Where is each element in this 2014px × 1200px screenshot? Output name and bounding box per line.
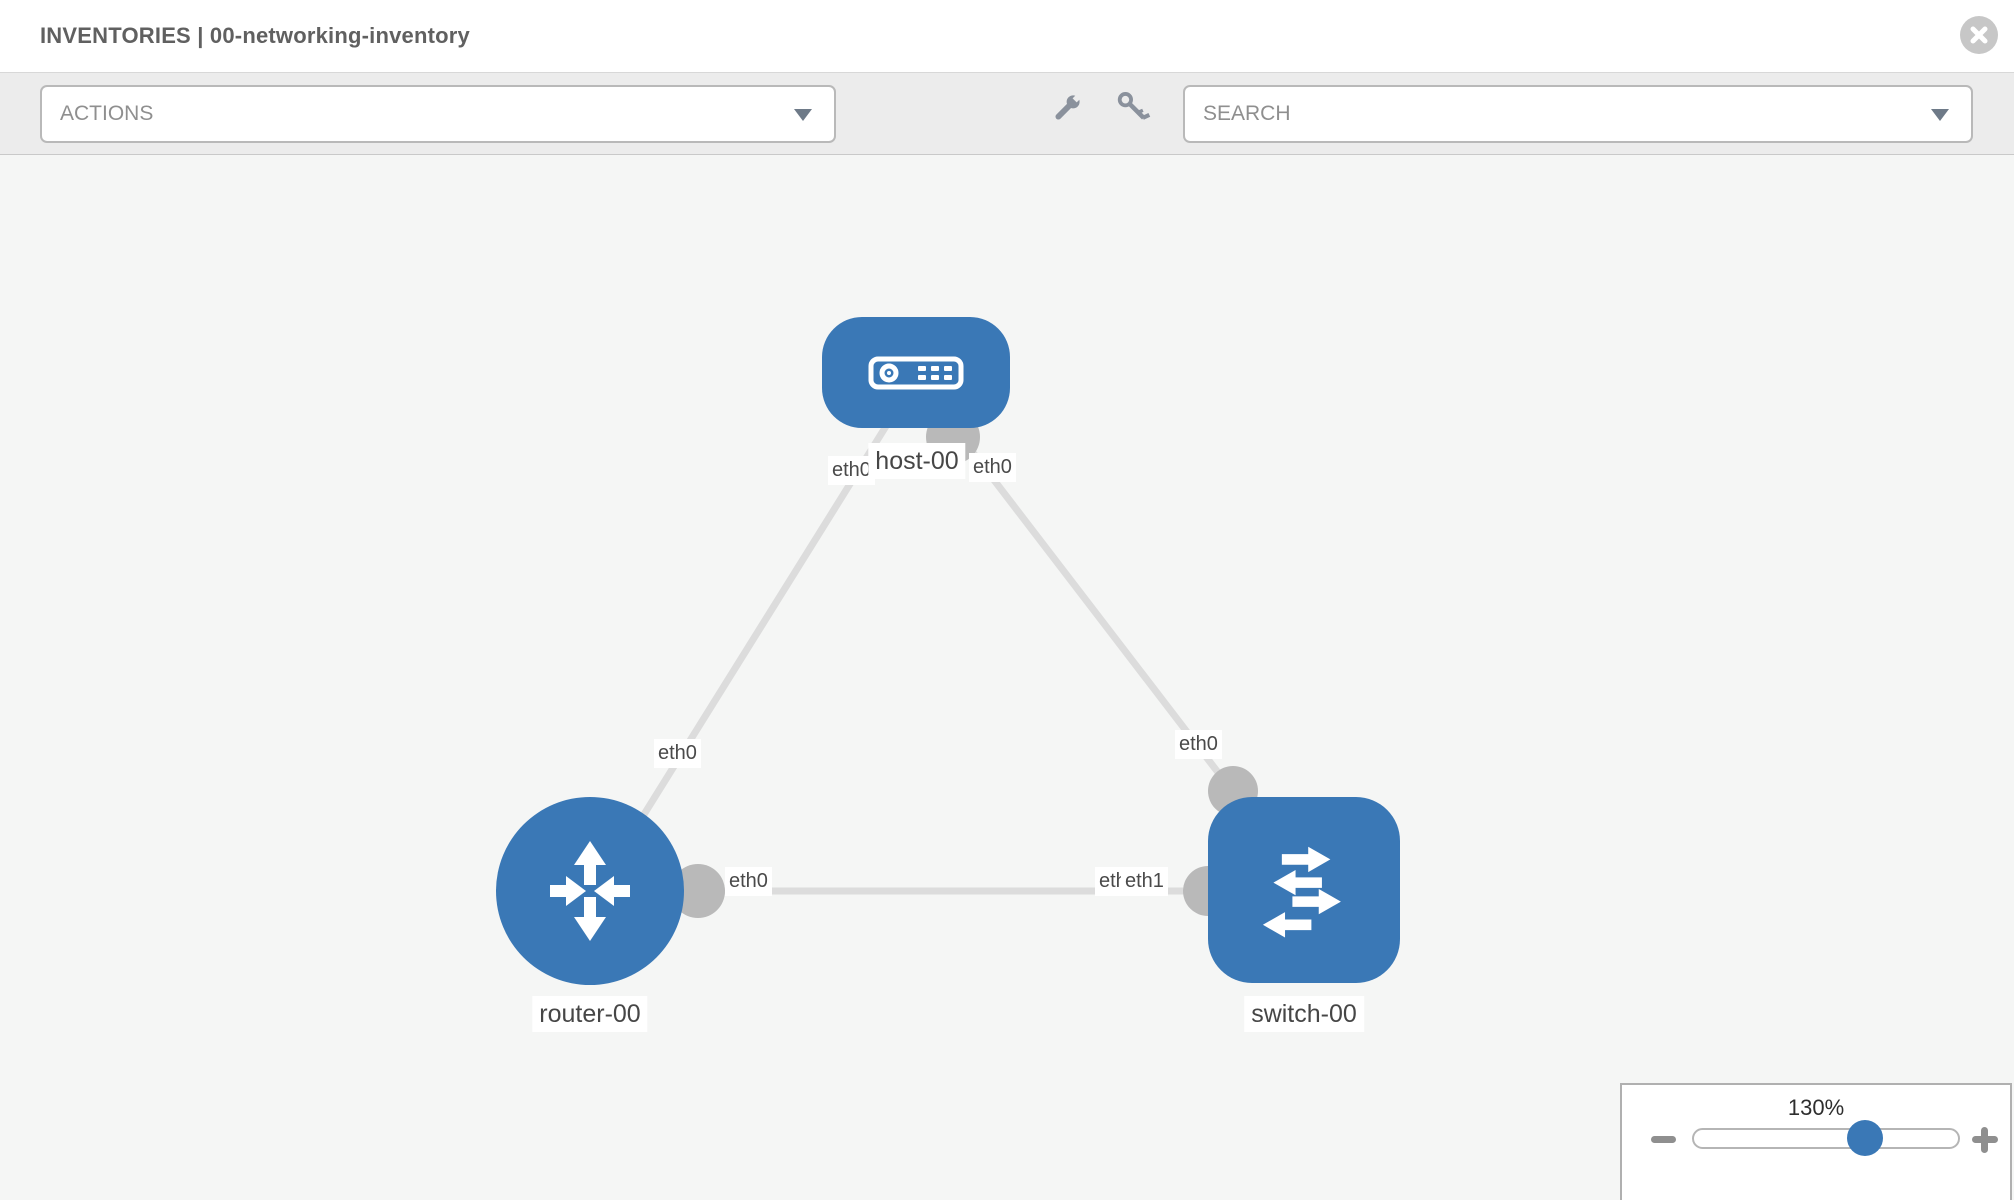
actions-dropdown[interactable]: ACTIONS xyxy=(40,85,836,143)
zoom-out-button[interactable] xyxy=(1651,1136,1676,1143)
interface-label-switch-host-edge: eth0 xyxy=(1175,730,1222,759)
caret-down-icon xyxy=(1931,109,1949,121)
interface-label-router-host-edge: eth0 xyxy=(654,739,701,768)
interface-label-router-switch-left: eth0 xyxy=(725,867,772,896)
credentials-button[interactable] xyxy=(1112,87,1154,129)
node-label-host: host-00 xyxy=(868,443,966,479)
page-title: INVENTORIES | 00-networking-inventory xyxy=(40,23,470,48)
search-dropdown[interactable] xyxy=(1183,85,1973,143)
close-button[interactable] xyxy=(1960,16,1998,54)
close-icon xyxy=(1970,26,1988,44)
plus-icon xyxy=(1981,1127,1988,1153)
node-host[interactable] xyxy=(822,317,1010,428)
node-label-router: router-00 xyxy=(532,996,648,1032)
switch-icon xyxy=(1262,846,1341,938)
header-bar: INVENTORIES | 00-networking-inventory xyxy=(0,0,2014,73)
node-label-switch: switch-00 xyxy=(1244,996,1364,1032)
search-input[interactable] xyxy=(1185,87,1971,141)
host-icon xyxy=(868,356,964,389)
topology-canvas[interactable] xyxy=(0,155,2014,1200)
actions-dropdown-value: ACTIONS xyxy=(60,102,154,125)
link-router-host[interactable] xyxy=(597,421,891,887)
interface-label-router-switch-right-front: eth1 xyxy=(1121,867,1168,896)
zoom-slider-track[interactable] xyxy=(1692,1128,1960,1149)
zoom-panel: 130% xyxy=(1620,1083,2012,1200)
zoom-level-label: 130% xyxy=(1787,1095,1845,1120)
interface-label-host-right: eth0 xyxy=(969,453,1016,482)
node-switch[interactable] xyxy=(1208,797,1400,983)
wrench-icon xyxy=(1055,93,1082,120)
caret-down-icon xyxy=(794,109,812,121)
toolbar: ACTIONS xyxy=(0,73,2014,155)
configure-button[interactable] xyxy=(1046,87,1088,129)
port-router-right[interactable] xyxy=(671,864,725,918)
interface-label-host-left: eth0 xyxy=(828,456,875,485)
key-icon xyxy=(1117,92,1151,120)
node-router[interactable] xyxy=(496,797,684,985)
router-icon xyxy=(550,841,630,941)
zoom-slider-thumb[interactable] xyxy=(1847,1120,1883,1156)
